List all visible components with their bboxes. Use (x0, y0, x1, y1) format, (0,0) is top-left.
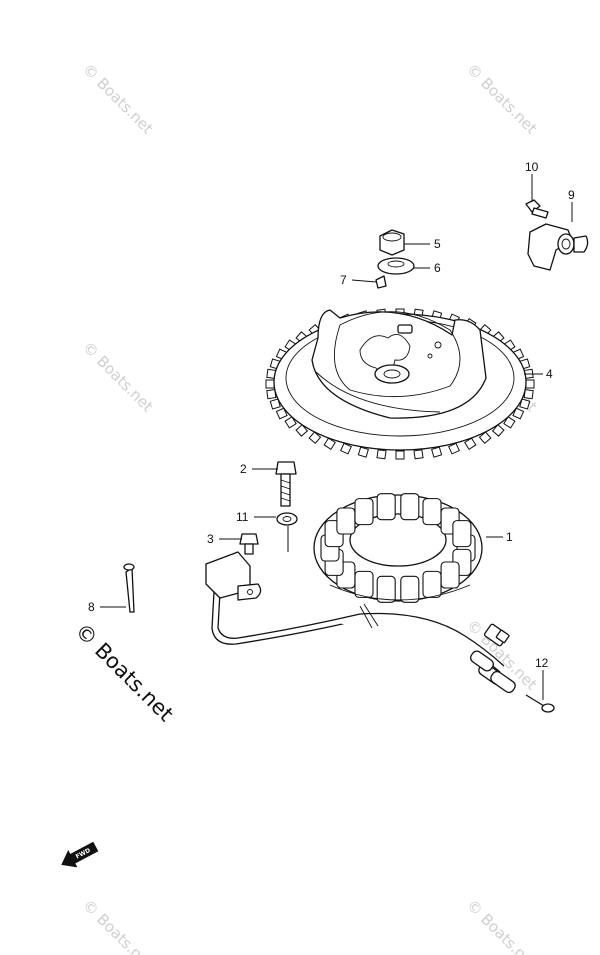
callout-10: 10 (525, 160, 539, 174)
watermark-mid-left: © Boats.net (79, 338, 157, 416)
stator-winding (354, 498, 374, 526)
stator-winding (422, 498, 442, 526)
leader-lines (100, 174, 573, 700)
callout-9: 9 (568, 188, 575, 202)
gear-tooth (503, 416, 516, 429)
fwd-arrow: FWD (61, 841, 99, 868)
sensor (527, 223, 589, 271)
flywheel-key (375, 275, 387, 289)
stator-winding (376, 575, 396, 603)
stator-winding (400, 575, 420, 603)
harness-pin (525, 694, 555, 713)
callout-1: 1 (506, 530, 513, 544)
gear-tooth (284, 416, 297, 429)
gear-tooth (323, 437, 336, 450)
callout-7: 7 (340, 273, 347, 287)
stator-winding (376, 493, 396, 521)
clamp-band (123, 563, 135, 613)
callouts: 1 2 3 4 5 6 7 8 9 10 11 12 (88, 160, 575, 670)
gear-tooth (491, 424, 505, 437)
gear-tooth (413, 449, 424, 460)
flywheel-washer (377, 257, 415, 275)
stator-winding (422, 570, 442, 598)
callout-4: 4 (546, 367, 553, 381)
gear-tooth (464, 437, 477, 450)
bolt (275, 461, 297, 507)
gear-tooth (295, 424, 309, 437)
watermark-large: © Boats.net (70, 619, 178, 727)
gear-tooth (340, 442, 352, 455)
gear-tooth (395, 450, 405, 460)
callout-3: 3 (207, 532, 214, 546)
watermark-group: © Boats.net © Boats.net © Boats.net © Bo… (70, 60, 540, 955)
stator-winding (336, 507, 356, 535)
watermark-top-right: © Boats.net (463, 60, 541, 138)
gear-tooth (478, 431, 492, 445)
sensor-screw (525, 199, 549, 219)
gear-tooth (308, 431, 322, 445)
flywheel-nut (379, 229, 405, 256)
flywheel-rotor (265, 308, 535, 460)
pulser-coil (205, 551, 262, 601)
stator-winding (400, 493, 420, 521)
callout-8: 8 (88, 600, 95, 614)
gear-tooth (275, 407, 288, 420)
gear-tooth (376, 449, 387, 460)
pulser-screw (239, 533, 259, 555)
callout-12: 12 (535, 656, 549, 670)
watermark-bottom-left: © Boats.net (79, 896, 157, 955)
watermark-bottom-right: © Boats.net (463, 896, 541, 955)
gear-tooth (519, 398, 531, 410)
stator-winding (452, 520, 472, 548)
callout-11: 11 (236, 510, 249, 524)
stator-winding (354, 570, 374, 598)
callout-6: 6 (434, 261, 441, 275)
watermark-top-left: © Boats.net (79, 60, 157, 138)
gear-tooth (357, 446, 369, 458)
gear-tooth (525, 379, 535, 389)
callout-2: 2 (240, 462, 247, 476)
callout-5: 5 (434, 237, 441, 251)
gear-tooth (431, 446, 443, 458)
gear-tooth (265, 379, 275, 389)
wire-harness (211, 591, 516, 694)
washer (276, 512, 298, 526)
stator-coil (313, 493, 483, 603)
gear-tooth (512, 407, 525, 420)
stator-winding (440, 561, 460, 589)
gear-tooth (448, 442, 460, 455)
gear-tooth (269, 398, 281, 410)
